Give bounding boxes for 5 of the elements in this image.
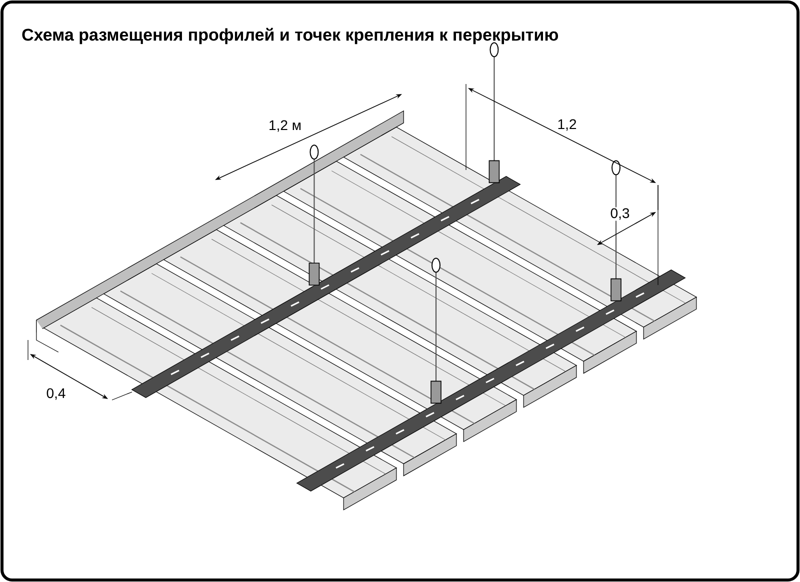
dimension-label: 0,4 (46, 388, 66, 400)
dimension-label: 1,2 (558, 119, 576, 131)
dimension-label: 1,2 м (270, 120, 300, 132)
title: Схема размещения профилей и точек крепления к перекрытию (22, 28, 558, 44)
dimension-label: 0,3 (610, 208, 630, 220)
